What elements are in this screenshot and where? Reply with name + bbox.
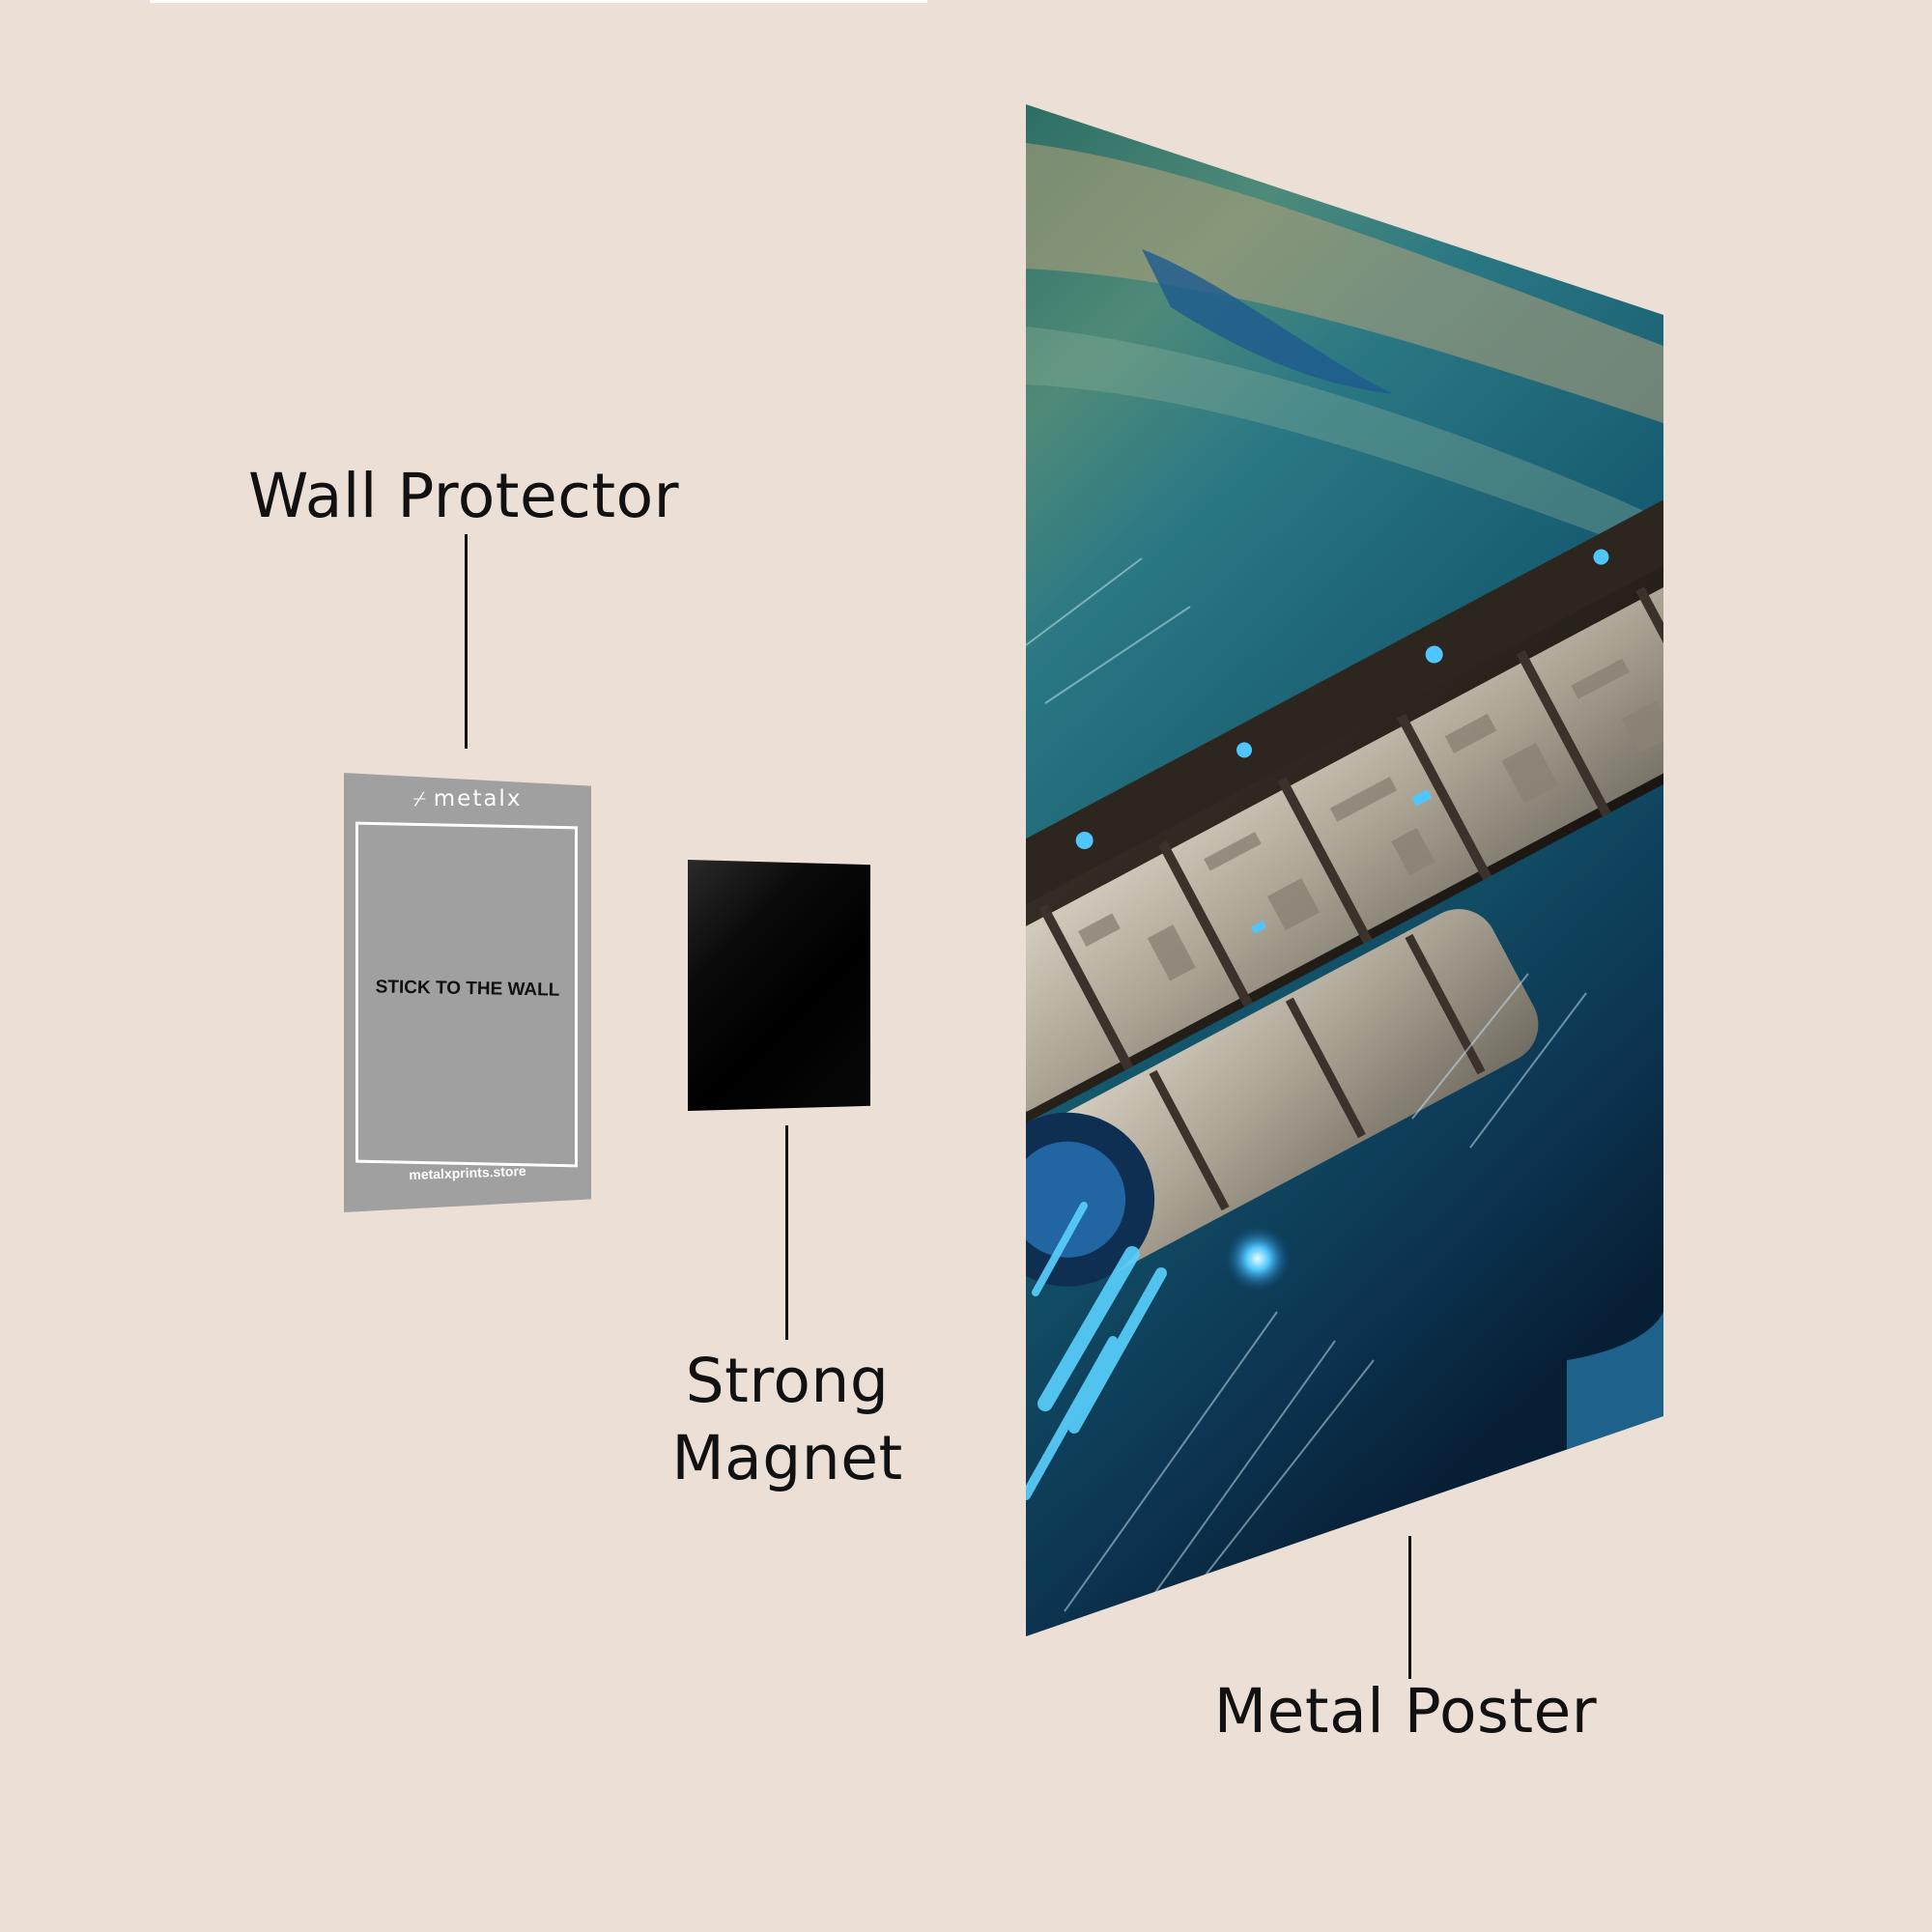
wall-protector-label: Wall Protector xyxy=(247,461,680,531)
top-edge-bar xyxy=(150,0,927,3)
poster-image xyxy=(1026,104,1663,1636)
poster-leader-line xyxy=(1408,1536,1411,1679)
metal-poster-artwork xyxy=(1026,104,1663,1636)
magnet-label: Magnet xyxy=(671,1423,903,1493)
metal-poster-label: Metal Poster xyxy=(1213,1676,1598,1747)
metalx-brand: ⌿metalx xyxy=(344,786,591,811)
strong-label: Strong xyxy=(685,1346,890,1416)
strong-magnet-plate xyxy=(688,860,870,1111)
brand-name: metalx xyxy=(433,786,523,811)
metalx-logo-icon: ⌿ xyxy=(412,787,428,811)
magnet-leader-line xyxy=(785,1125,788,1340)
wall-protector-leader-line xyxy=(465,534,468,749)
store-url-text: metalxprints.store xyxy=(409,1162,526,1183)
stick-to-wall-text: STICK TO THE WALL xyxy=(375,977,560,1001)
wall-protector-card: ⌿metalx STICK TO THE WALL metalxprints.s… xyxy=(344,773,591,1212)
